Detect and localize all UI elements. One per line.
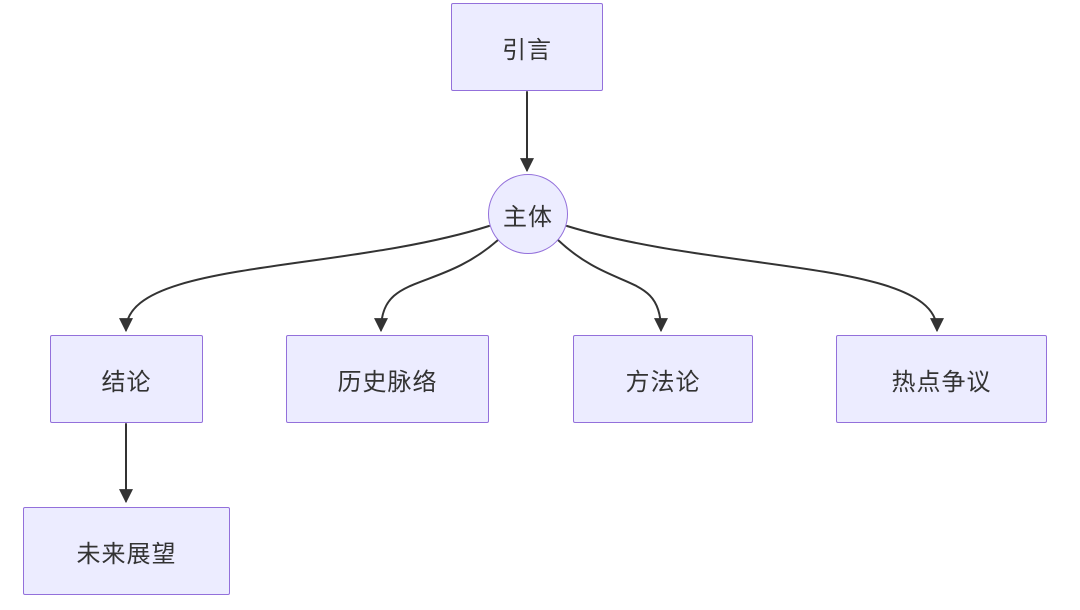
node-main-body-label: 主体 xyxy=(503,202,553,231)
node-future-outlook-label: 未来展望 xyxy=(76,539,177,568)
node-introduction[interactable]: 引言 xyxy=(451,3,603,91)
node-conclusion-label: 结论 xyxy=(101,367,152,396)
node-future-outlook[interactable]: 未来展望 xyxy=(23,507,230,595)
node-hot-controversies-label: 热点争议 xyxy=(891,367,992,396)
node-historical-context-label: 历史脉络 xyxy=(337,367,438,396)
node-introduction-label: 引言 xyxy=(502,35,552,64)
node-methodology[interactable]: 方法论 xyxy=(573,335,753,423)
node-hot-controversies[interactable]: 热点争议 xyxy=(836,335,1047,423)
node-main-body[interactable]: 主体 xyxy=(488,174,568,254)
edge-main-body-to-conclusion xyxy=(119,225,490,333)
edge-main-body-to-methodology xyxy=(557,239,668,333)
node-methodology-label: 方法论 xyxy=(625,367,701,396)
edge-main-body-to-historical-context xyxy=(374,239,499,333)
edge-main-body-to-hot-controversies xyxy=(566,225,944,333)
node-conclusion[interactable]: 结论 xyxy=(50,335,203,423)
node-historical-context[interactable]: 历史脉络 xyxy=(286,335,489,423)
